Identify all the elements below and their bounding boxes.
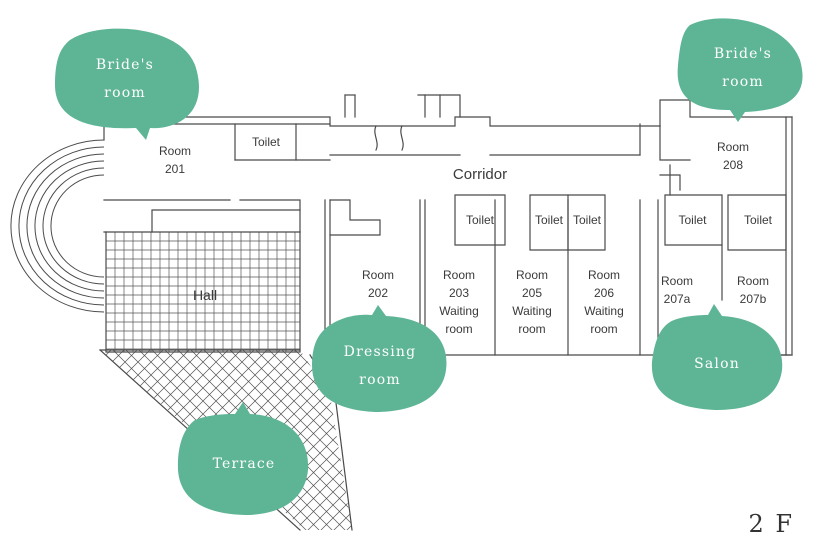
- bubble-brides-room-right: Bride's room: [688, 36, 798, 100]
- bubble-dressing-room-shape: [312, 305, 447, 412]
- bubble-dressing-room-line2: room: [359, 372, 401, 388]
- room-202-label-line1: Room: [361, 268, 394, 282]
- room-206-label: Room 206 Waiting room: [573, 266, 635, 338]
- bubble-brides-room-right-line1: Bride's: [713, 46, 773, 62]
- bubble-dressing-room-line1: Dressing: [343, 344, 417, 360]
- bubble-terrace-line1: Terrace: [212, 456, 276, 472]
- toilet-f-label: Toilet: [743, 213, 772, 227]
- room-207b-label-line2: 207b: [739, 292, 767, 306]
- bubble-brides-room-left: Bride's room: [70, 46, 180, 112]
- toilet-c-label: Toilet: [534, 213, 563, 227]
- room-206-label-line3: Waiting: [584, 304, 624, 318]
- room-205-label-line3: Waiting: [512, 304, 552, 318]
- room-203-label-line2: 203: [448, 286, 470, 300]
- room-201-label: Room 201: [150, 142, 200, 178]
- hall-floor-grid: [106, 232, 300, 352]
- floor-label: 2 F: [748, 510, 794, 538]
- room-208-label-line1: Room: [716, 140, 749, 154]
- room-201-label-line1: Room: [158, 144, 191, 158]
- bubble-salon: Salon: [660, 348, 774, 380]
- room-202-label-line2: 202: [367, 286, 389, 300]
- bubble-dressing-room: Dressing room: [322, 334, 438, 398]
- room-203-label-line3: Waiting: [439, 304, 479, 318]
- corridor-label: Corridor: [452, 166, 508, 183]
- room-207a-label-line2: 207a: [663, 292, 691, 306]
- room-202-label: Room 202: [348, 266, 408, 302]
- bubble-salon-line1: Salon: [694, 356, 740, 372]
- bubble-brides-room-right-line2: room: [722, 74, 764, 90]
- room-201-label-line2: 201: [164, 162, 186, 176]
- toilet-d-label: Toilet: [572, 213, 601, 227]
- toilet-b-label: Toilet: [465, 213, 494, 227]
- room-205-label-line1: Room: [515, 268, 548, 282]
- toilet-a-label: Toilet: [251, 135, 280, 149]
- room-205-label-line2: 205: [521, 286, 543, 300]
- bubble-terrace: Terrace: [186, 448, 302, 480]
- bubble-brides-room-left-shape: [55, 28, 199, 141]
- room-207b-label: Room 207b: [726, 272, 780, 308]
- room-206-label-line4: room: [590, 322, 618, 336]
- room-206-label-line2: 206: [593, 286, 615, 300]
- bubble-shapes: [55, 18, 803, 515]
- bubble-brides-room-right-shape: [677, 18, 803, 122]
- bubble-brides-room-left-line2: room: [104, 85, 146, 101]
- bubble-salon-shape: [651, 304, 783, 410]
- room-207b-label-line1: Room: [736, 274, 769, 288]
- bubble-brides-room-left-line1: Bride's: [95, 57, 155, 73]
- hall-label: Hall: [192, 287, 218, 303]
- room-208-label: Room 208: [705, 138, 761, 174]
- room-208-label-line2: 208: [722, 158, 744, 172]
- bubble-terrace-shape: [177, 402, 309, 515]
- room-203-label-line4: room: [445, 322, 473, 336]
- toilet-e-label: Toilet: [678, 213, 707, 227]
- room-207a-label-line1: Room: [660, 274, 693, 288]
- room-205-label: Room 205 Waiting room: [501, 266, 563, 338]
- room-203-label: Room 203 Waiting room: [428, 266, 490, 338]
- room-207a-label: Room 207a: [650, 272, 704, 308]
- room-205-label-line4: room: [518, 322, 546, 336]
- curved-stairs: [10, 139, 105, 313]
- room-206-label-line1: Room: [587, 268, 620, 282]
- room-203-label-line1: Room: [442, 268, 475, 282]
